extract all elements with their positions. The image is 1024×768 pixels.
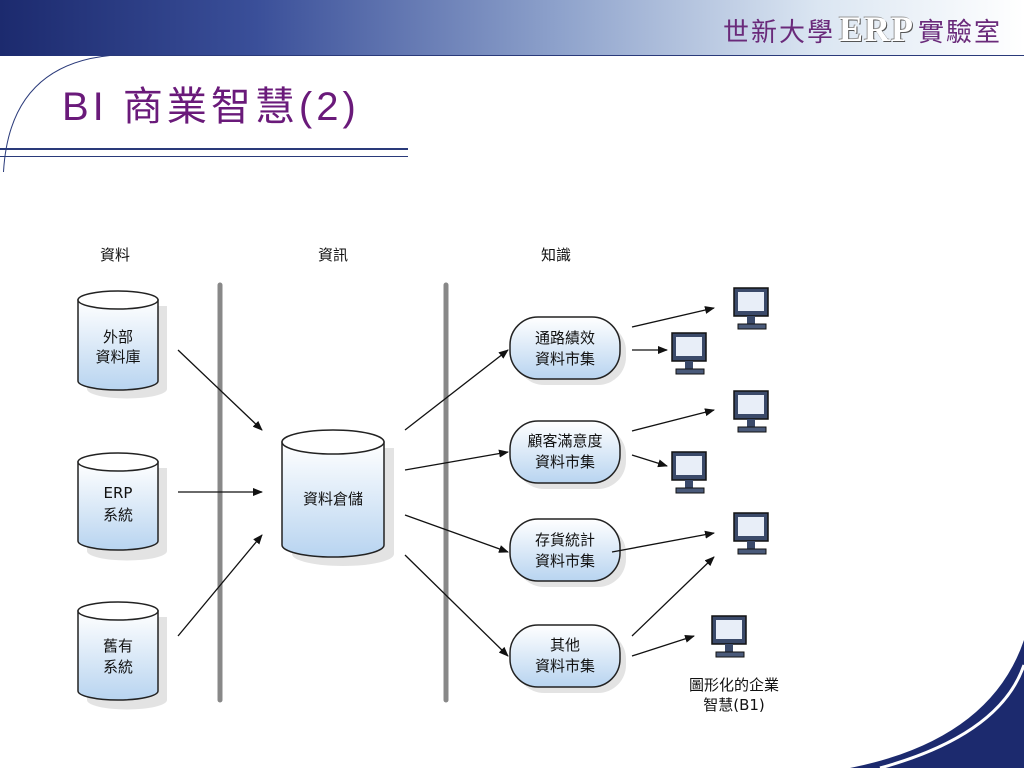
page-title: BI 商業智慧(2) [62, 85, 360, 129]
header-curve [3, 55, 1024, 172]
column-header-data: 資料 [100, 246, 130, 264]
figure-caption: 智慧(B1) [703, 696, 765, 714]
data-mart-customer-satisfaction: 顧客滿意度 資料市集 [509, 420, 626, 489]
monitor-icon [733, 390, 769, 433]
data-warehouse-cylinder: 資料倉儲 [281, 429, 394, 566]
mart-label: 資料市集 [535, 453, 595, 471]
flow-arrows [177, 306, 715, 657]
source-label: 系統 [103, 658, 133, 676]
mart-label: 通路績效 [535, 329, 595, 347]
corner-swoosh-line [879, 664, 1024, 768]
mart-label: 資料市集 [535, 657, 595, 675]
source-label: 資料庫 [95, 348, 140, 366]
source-label: ERP [104, 484, 133, 502]
source-label: 外部 [103, 328, 133, 346]
monitor-icon [671, 451, 707, 494]
title-rule-thin [0, 156, 408, 157]
source-label: 系統 [103, 506, 133, 524]
source-cylinder-external-db: 外部 資料庫 [77, 290, 167, 399]
corner-swoosh [850, 640, 1024, 768]
mart-label: 存貨統計 [535, 531, 595, 549]
data-mart-inventory-stats: 存貨統計 資料市集 [509, 518, 626, 587]
column-header-information: 資訊 [318, 246, 348, 264]
mart-label: 顧客滿意度 [527, 432, 602, 450]
mart-label: 其他 [550, 636, 580, 654]
source-cylinder-erp: ERP 系統 [77, 452, 167, 561]
data-mart-other: 其他 資料市集 [509, 624, 626, 693]
figure-caption: 圖形化的企業 [689, 676, 779, 694]
column-header-knowledge: 知識 [541, 246, 571, 264]
warehouse-label: 資料倉儲 [303, 490, 363, 508]
monitor-icon [733, 512, 769, 555]
source-cylinder-legacy: 舊有 系統 [77, 601, 167, 710]
monitor-icon [733, 287, 769, 330]
header-band [0, 0, 1024, 56]
title-rule [0, 148, 408, 150]
data-mart-channel-performance: 通路績效 資料市集 [509, 316, 626, 385]
source-label: 舊有 [103, 637, 133, 655]
mart-label: 資料市集 [535, 350, 595, 368]
monitor-icon [711, 615, 747, 658]
monitor-icon [671, 332, 707, 375]
mart-label: 資料市集 [535, 552, 595, 570]
